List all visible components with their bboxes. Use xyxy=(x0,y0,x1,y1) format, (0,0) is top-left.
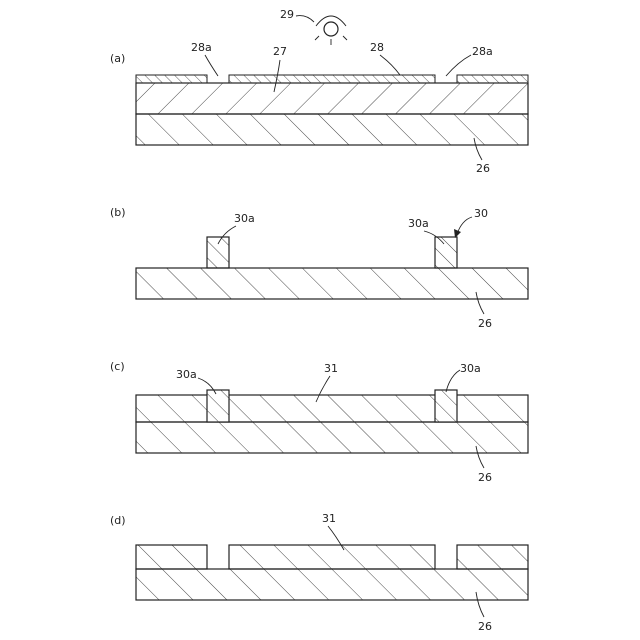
ref-pattern: 30 xyxy=(474,207,488,220)
ref-mask-opening-right: 28a xyxy=(472,45,493,58)
ref-base-c: 26 xyxy=(478,471,492,484)
ref-light-source: 29 xyxy=(280,8,294,21)
panel-label-d: (d) xyxy=(110,514,126,527)
panel-label-c: (c) xyxy=(110,360,125,373)
leader-light-source xyxy=(296,16,314,22)
fill-layer-c xyxy=(136,395,528,422)
base-layer-a xyxy=(136,114,528,145)
ref-mask-opening-left: 28a xyxy=(191,41,212,54)
panel-a: (a) 29 28a 27 28 28a 26 xyxy=(110,8,528,175)
fill-layer-d xyxy=(136,545,528,569)
substrate-layer-a xyxy=(136,83,528,114)
light-source-icon xyxy=(315,16,347,45)
ref-post-right-c: 30a xyxy=(460,362,481,375)
panel-label-b: (b) xyxy=(110,206,126,219)
mask-layer-a xyxy=(136,75,528,83)
ref-fill-layer-d: 31 xyxy=(322,512,336,525)
ref-base-b: 26 xyxy=(478,317,492,330)
ref-fill-layer-c: 31 xyxy=(324,362,338,375)
ref-substrate: 27 xyxy=(273,45,287,58)
ref-base-a: 26 xyxy=(476,162,490,175)
base-layer-d xyxy=(136,569,528,600)
ref-post-left-b: 30a xyxy=(234,212,255,225)
base-layer-c xyxy=(136,422,528,453)
panel-label-a: (a) xyxy=(110,52,125,65)
post-left-b xyxy=(207,237,229,268)
ref-mask: 28 xyxy=(370,41,384,54)
base-layer-b xyxy=(136,268,528,299)
ref-post-right-b: 30a xyxy=(408,217,429,230)
post-right-b xyxy=(435,237,457,268)
panel-d: (d) 31 26 xyxy=(110,512,528,633)
ref-post-left-c: 30a xyxy=(176,368,197,381)
panel-c: (c) 30a 31 30a 26 xyxy=(110,360,528,484)
ref-base-d: 26 xyxy=(478,620,492,633)
panel-b: (b) 30a 30a 30 26 xyxy=(110,206,528,330)
